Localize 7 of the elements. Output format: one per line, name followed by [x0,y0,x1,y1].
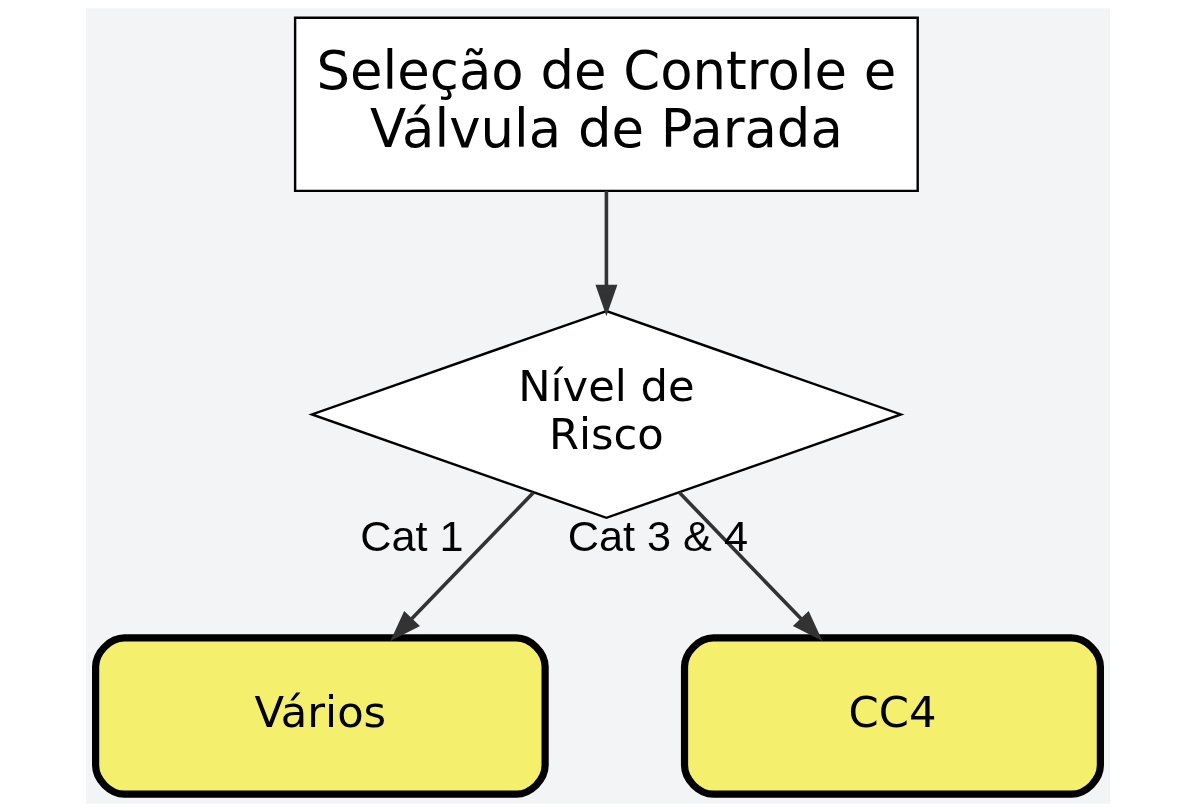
node-box: Vários [92,634,549,798]
arrow [595,190,618,317]
node-diamond: Nível de Risco [308,309,905,520]
arrow [678,491,823,642]
arrow [390,491,535,642]
node-box: CC4 [680,634,1104,798]
node-box: Seleção de Controle e Válvula de Parada [293,16,919,193]
